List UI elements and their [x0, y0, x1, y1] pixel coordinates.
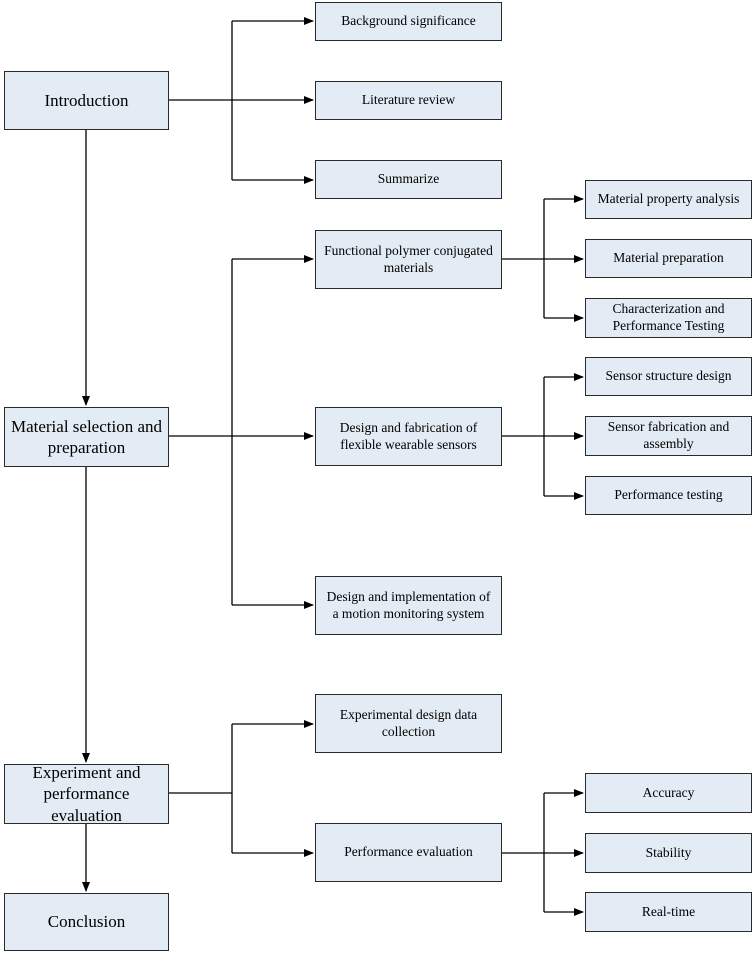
performance-evaluation-box: Performance evaluation	[315, 823, 502, 882]
data-collection-box: Experimental design data collection	[315, 694, 502, 753]
background-significance-box: Background significance	[315, 2, 502, 41]
experiment-label: Experiment and performance evaluation	[32, 763, 141, 825]
stability-label: Stability	[645, 844, 692, 860]
polymer-materials-box: Functional polymer conjugated materials	[315, 230, 502, 289]
conclusion-box: Conclusion	[4, 893, 169, 951]
literature-review-box: Literature review	[315, 81, 502, 120]
performance-testing-box: Performance testing	[585, 476, 752, 515]
accuracy-label: Accuracy	[642, 784, 695, 800]
motion-monitoring-label: Design and implementation of a motion mo…	[326, 588, 491, 621]
sensor-fabrication-box: Sensor fabrication and assembly	[585, 416, 752, 456]
accuracy-box: Accuracy	[585, 773, 752, 813]
sensor-structure-design-box: Sensor structure design	[585, 357, 752, 396]
material-preparation-box: Material preparation	[585, 239, 752, 278]
literature-review-label: Literature review	[361, 92, 456, 108]
background-significance-label: Background significance	[341, 13, 476, 29]
summarize-label: Summarize	[377, 171, 440, 187]
material-selection-label: Material selection and preparation	[10, 416, 163, 457]
motion-monitoring-box: Design and implementation of a motion mo…	[315, 576, 502, 635]
data-collection-label: Experimental design data collection	[339, 706, 478, 739]
real-time-label: Real-time	[641, 903, 696, 919]
introduction-label: Introduction	[44, 90, 129, 110]
performance-testing-label: Performance testing	[614, 487, 723, 503]
sensor-fabrication-label: Sensor fabrication and assembly	[607, 419, 730, 451]
material-property-analysis-box: Material property analysis	[585, 180, 752, 219]
experiment-box: Experiment and performance evaluation	[4, 763, 169, 825]
introduction-box: Introduction	[4, 71, 169, 130]
material-property-analysis-label: Material property analysis	[597, 191, 740, 207]
wearable-sensors-box: Design and fabrication of flexible weara…	[315, 407, 502, 466]
material-preparation-label: Material preparation	[613, 250, 724, 266]
stability-box: Stability	[585, 833, 752, 873]
performance-evaluation-label: Performance evaluation	[344, 844, 473, 860]
real-time-box: Real-time	[585, 892, 752, 932]
summarize-box: Summarize	[315, 160, 502, 199]
polymer-materials-label: Functional polymer conjugated materials	[324, 242, 493, 275]
sensor-structure-design-label: Sensor structure design	[605, 368, 732, 384]
characterization-testing-box: Characterization and Performance Testing	[585, 298, 752, 338]
wearable-sensors-label: Design and fabrication of flexible weara…	[339, 419, 478, 452]
material-selection-box: Material selection and preparation	[4, 407, 169, 467]
conclusion-label: Conclusion	[47, 912, 126, 932]
characterization-testing-label: Characterization and Performance Testing	[612, 301, 725, 333]
